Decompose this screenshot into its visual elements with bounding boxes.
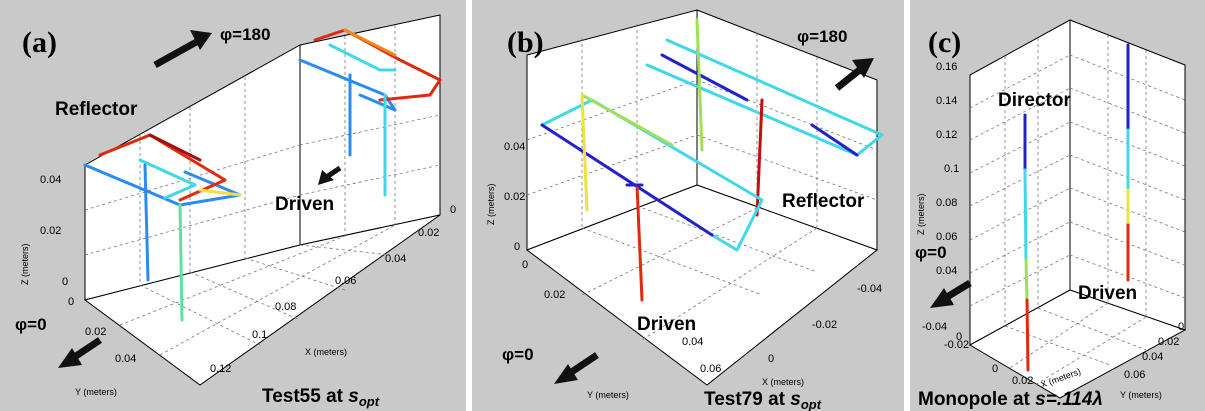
x-tick: -0.02 <box>944 339 969 351</box>
y-tick: 0 <box>1178 321 1184 333</box>
phi-0-label: φ=0 <box>915 243 947 262</box>
panel-letter: (c) <box>928 26 961 59</box>
x-tick: 0.06 <box>335 275 356 287</box>
x-tick: 0 <box>450 204 456 216</box>
y-tick: 0.02 <box>85 326 106 338</box>
y-tick: 0.04 <box>115 353 136 365</box>
y-axis-label: Y (meters) <box>75 387 117 397</box>
y-tick: 0.02 <box>544 289 565 301</box>
z-tick: 0 <box>956 331 962 343</box>
panel-a-plot: (a) φ=180 φ=0 Reflector Driven Test55 at… <box>15 14 456 409</box>
z-tick: 0.06 <box>936 231 957 243</box>
phi-0-label: φ=0 <box>502 345 534 364</box>
x-tick: 0.02 <box>1012 375 1033 387</box>
panel-b-plot: (b) φ=180 φ=0 Reflector Driven Test79 at… <box>486 9 884 411</box>
caption: Test55 at sopt <box>262 386 380 409</box>
arrow-phi-0-icon <box>930 280 972 308</box>
x-tick: 0.02 <box>418 227 439 239</box>
x-tick: 0 <box>768 353 774 365</box>
x-axis-label: X (meters) <box>305 347 347 357</box>
back-wall-left <box>969 19 1071 346</box>
z-tick: 0.08 <box>936 197 957 209</box>
arrow-phi-180-icon <box>834 58 874 91</box>
y-axis-label: Y (meters) <box>1120 390 1162 400</box>
x-tick: 0.12 <box>210 363 231 375</box>
y-tick: 0.04 <box>682 336 703 348</box>
x-tick: -0.02 <box>812 319 837 331</box>
z-tick: 0 <box>514 241 520 253</box>
reflector-label: Reflector <box>782 191 865 212</box>
arrow-phi-0-icon <box>58 337 102 368</box>
floor <box>525 184 879 386</box>
y-tick: 0.06 <box>1124 369 1145 381</box>
z-tick: 0.1 <box>944 163 959 175</box>
floor <box>83 214 441 386</box>
driven-label: Driven <box>275 194 334 215</box>
y-tick: 0.04 <box>1142 351 1163 363</box>
floor <box>968 289 1187 399</box>
y-tick: 0.02 <box>1158 336 1179 348</box>
z-tick: 0.04 <box>504 141 525 153</box>
upper-element-a <box>298 28 442 197</box>
driven-label: Driven <box>637 314 696 335</box>
reflector-label: Reflector <box>55 99 138 120</box>
arrow-phi-180-icon <box>153 30 212 69</box>
x-axis-label: X (meters) <box>762 377 804 387</box>
director-label: Director <box>998 90 1071 111</box>
arrow-phi-0-icon <box>554 352 599 384</box>
phi-180-label: φ=180 <box>797 27 847 46</box>
x-tick: 0.1 <box>252 329 267 341</box>
z-axis-label: Z (meters) <box>20 243 30 285</box>
z-tick: 0.04 <box>40 174 61 186</box>
phi-0-label: φ=0 <box>15 315 47 334</box>
director-element-c <box>1023 113 1030 372</box>
x-tick: -0.04 <box>922 321 947 333</box>
figure-panel-b: (b) φ=180 φ=0 Reflector Driven Test79 at… <box>472 0 904 411</box>
grid-lines <box>526 24 878 341</box>
figure-panel-a: (a) φ=180 φ=0 Reflector Driven Test55 at… <box>0 0 466 411</box>
z-tick: 0.16 <box>936 61 957 73</box>
z-tick: 0 <box>62 276 68 288</box>
x-tick: 0.08 <box>275 301 296 313</box>
reflector-element-a <box>83 133 242 207</box>
driven-element-b <box>540 93 764 302</box>
z-tick: 0.04 <box>936 265 957 277</box>
phi-180-label: φ=180 <box>220 25 270 44</box>
x-tick: 0 <box>992 363 998 375</box>
y-axis-label: Y (meters) <box>587 390 629 400</box>
figure-panel-c: (c) φ=0 Director Driven Monopole at s=.1… <box>910 0 1205 411</box>
y-tick: 0 <box>68 296 74 308</box>
driven-element-a <box>143 163 184 322</box>
x-tick: -0.04 <box>857 283 882 295</box>
arrow-driven-icon <box>318 165 342 185</box>
z-tick: 0.14 <box>936 95 957 107</box>
z-tick: 0.12 <box>936 129 957 141</box>
driven-label: Driven <box>1078 283 1137 304</box>
x-tick: 0.04 <box>385 253 406 265</box>
caption: Monopole at s=.114λ <box>918 389 1103 410</box>
panel-letter: (b) <box>507 26 544 59</box>
z-tick: 0.02 <box>40 225 61 237</box>
z-tick: 0.02 <box>504 191 525 203</box>
y-tick: 0 <box>522 259 528 271</box>
z-axis-label: Z (meters) <box>916 193 926 235</box>
y-tick: 0.06 <box>700 363 721 375</box>
caption: Test79 at sopt <box>704 389 822 411</box>
panel-letter: (a) <box>22 26 57 59</box>
z-axis-label: Z (meters) <box>486 183 496 225</box>
panel-c-plot: (c) φ=0 Director Driven Monopole at s=.1… <box>915 19 1187 410</box>
